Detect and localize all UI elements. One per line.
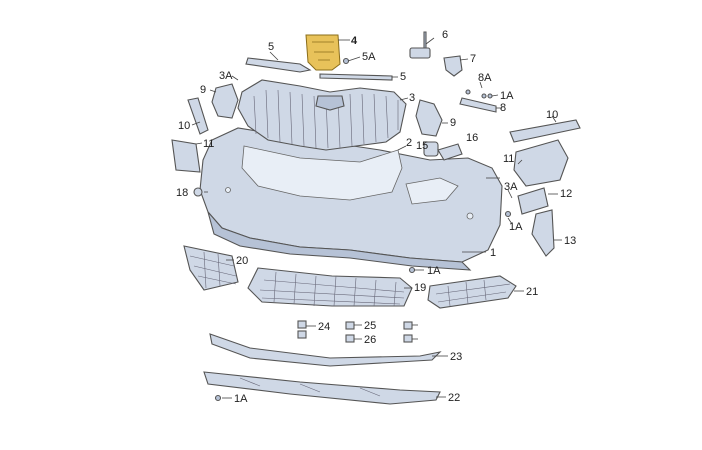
label-4: 4 <box>351 35 358 47</box>
label-8: 8 <box>500 102 506 114</box>
label-5: 5 <box>400 71 406 83</box>
part-17-lower-grille <box>247 267 413 307</box>
label-17: 19 <box>414 282 426 294</box>
label-1A: 1A <box>427 265 441 277</box>
label-2: 2 <box>406 137 412 149</box>
label-22: 24 <box>318 321 330 333</box>
label-20: 22 <box>448 392 460 404</box>
part-labels: 4 5 5A 5 3 3A 9 10 11 18 2 9 15 16 6 7 8… <box>176 29 576 405</box>
label-24: 26 <box>364 334 376 346</box>
label-3A: 3A <box>504 181 518 193</box>
label-19: 20 <box>236 255 248 267</box>
label-1: 1 <box>490 247 496 259</box>
label-8A: 8A <box>478 72 492 84</box>
label-13: 13 <box>564 235 576 247</box>
label-5A: 5A <box>362 51 376 63</box>
label-3A: 3A <box>219 70 233 82</box>
label-10: 10 <box>178 120 190 132</box>
label-6: 6 <box>442 29 448 41</box>
label-18: 21 <box>526 286 538 298</box>
part-22-26-fasteners <box>297 320 413 343</box>
part-2-bumper-cover <box>199 127 503 271</box>
label-3: 3 <box>409 92 415 104</box>
part-9-side-brackets <box>211 83 443 137</box>
label-23: 25 <box>364 320 376 332</box>
part-6-7-8-small-parts <box>409 31 497 113</box>
part-10-guides <box>187 97 581 143</box>
label-15: 16 <box>466 132 478 144</box>
label-10: 10 <box>546 109 558 121</box>
part-12-13-side-parts <box>517 187 555 257</box>
label-11: 11 <box>203 138 214 150</box>
label-7: 7 <box>470 53 476 65</box>
part-11-mounting-brackets <box>171 139 569 187</box>
label-1A: 1A <box>500 90 514 102</box>
label-5: 5 <box>268 41 274 53</box>
part-4-highlighted-bracket <box>305 34 341 71</box>
part-5-trim-strips <box>245 57 393 81</box>
label-21: 23 <box>450 351 462 363</box>
label-16: 18 <box>176 187 188 199</box>
part-20-lower-strip <box>203 371 441 405</box>
part-18-right-grille <box>427 275 517 309</box>
label-12: 12 <box>560 188 572 200</box>
part-16-clip <box>193 187 203 197</box>
label-1A: 1A <box>509 221 523 233</box>
part-3-radiator-grille <box>237 79 407 151</box>
label-9: 9 <box>450 117 456 129</box>
label-9: 9 <box>200 84 206 96</box>
part-14-15-covers <box>423 141 463 161</box>
part-19-left-grille <box>183 245 239 291</box>
label-11: 11 <box>503 153 514 165</box>
label-14: 15 <box>416 140 428 152</box>
leader-lines <box>191 37 562 399</box>
label-1A: 1A <box>234 393 248 405</box>
